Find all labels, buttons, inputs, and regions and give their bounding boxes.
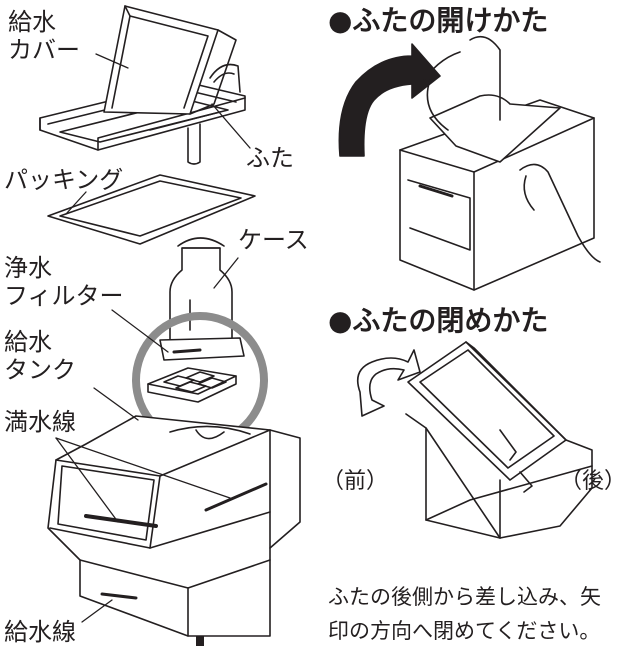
label-tank-line2: タンク (4, 356, 76, 384)
label-case: ケース (238, 226, 309, 254)
label-cover-line1: 給水 (8, 8, 56, 36)
close-note-line1: ふたの後側から差し込み、矢 (328, 585, 601, 609)
label-tank-line1: 給水 (4, 328, 52, 356)
label-back: （後） (560, 469, 626, 494)
open-lid-illustration (338, 35, 601, 291)
heading-how-to-open: ●ふたの開けかた (328, 4, 548, 37)
filter-case-illustration (159, 237, 245, 361)
label-filter-line2: フィルター (4, 282, 124, 310)
label-filter-line1: 浄水 (4, 254, 52, 282)
leader-lines (55, 53, 251, 623)
label-packing: パッキング (4, 166, 123, 194)
close-lid-illustration (356, 341, 593, 539)
label-full-line: 満水線 (4, 408, 76, 436)
close-note-line2: 印の方向へ閉めてください。 (328, 619, 600, 643)
water-filter-illustration (147, 367, 237, 403)
water-tank-illustration (47, 415, 301, 637)
heading-how-to-close: ●ふたの閉めかた (328, 304, 548, 337)
label-cover-line2: カバー (8, 36, 80, 64)
label-supply-line: 給水線 (4, 618, 76, 646)
lid-with-cover-illustration (39, 5, 246, 165)
packing-gasket-illustration (47, 174, 256, 245)
label-front: （前） (322, 469, 388, 494)
diagram-labels: 給水 カバー ふた パッキング ケース 浄水 フィルター 給水 タンク 満水線 … (4, 4, 626, 646)
label-lid: ふた (246, 144, 294, 172)
